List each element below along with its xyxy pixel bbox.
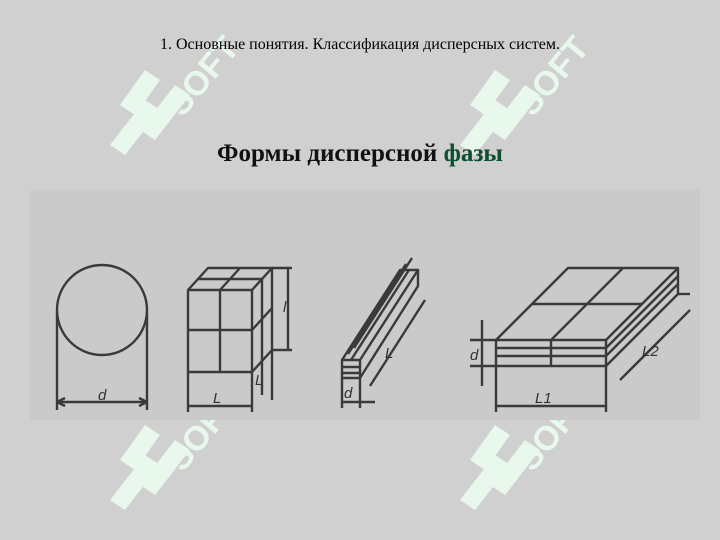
slide-subtitle: 1. Основные понятия. Классификация диспе… bbox=[159, 36, 561, 53]
dispersed-phase-shapes-figure: d l L L L d d L1 L2 bbox=[30, 190, 700, 420]
title-accent-text: фазы bbox=[443, 140, 503, 167]
rod-shape bbox=[340, 257, 427, 408]
cube-right-l-label: L bbox=[255, 372, 263, 389]
cube-side-l-label: l bbox=[283, 299, 287, 316]
rod-l-label: L bbox=[385, 345, 393, 362]
cube-shape bbox=[186, 266, 292, 412]
watermark-logo: SOFT bbox=[90, 10, 247, 180]
plate-d-label: d bbox=[470, 347, 479, 364]
slide-title: Формы дисперсной фазы bbox=[0, 140, 720, 168]
sphere-d-label: d bbox=[98, 387, 107, 404]
title-text: Формы дисперсной bbox=[217, 140, 444, 167]
watermark-logo: SOFT bbox=[440, 10, 597, 180]
watermark-logo-icon: SOFT bbox=[460, 29, 597, 155]
watermark-logo-icon: SOFT bbox=[110, 29, 247, 155]
rod-d-label: d bbox=[344, 385, 353, 402]
sphere-shape bbox=[55, 263, 149, 410]
plate-l2-label: L2 bbox=[642, 343, 659, 360]
plate-shape bbox=[470, 266, 691, 412]
plate-l1-label: L1 bbox=[535, 390, 552, 407]
cube-bottom-l-label: L bbox=[213, 390, 221, 407]
shapes-diagram: d l L L L d d L1 L2 bbox=[30, 190, 700, 420]
